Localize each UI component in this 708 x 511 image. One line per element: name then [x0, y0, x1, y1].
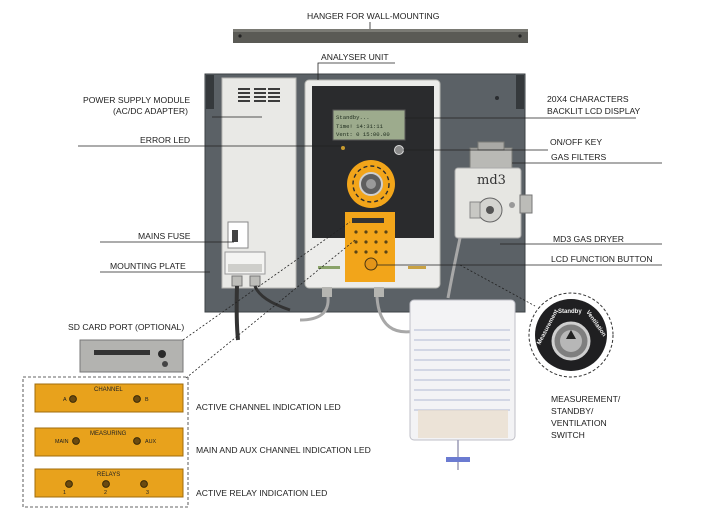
lcd-display	[332, 109, 406, 141]
callout-switch-line4: SWITCH	[551, 430, 585, 440]
hanger-bar	[233, 29, 528, 43]
channel-panel-title: CHANNEL	[94, 387, 123, 393]
knob-pointer-icon	[566, 330, 576, 339]
md3-gas-dryer: md3	[454, 141, 533, 239]
relay-led-2-label: 2	[104, 490, 107, 496]
onoff-key[interactable]	[394, 145, 404, 155]
callout-error-led: ERROR LED	[140, 135, 190, 145]
callout-lcd-line1: 20X4 CHARACTERS	[547, 94, 629, 104]
cable-gland-right	[249, 275, 261, 287]
unit-gland-right	[374, 287, 384, 297]
relays-panel-title: RELAYS	[97, 472, 120, 478]
relays-led-panel: RELAYS 1 2 3	[34, 468, 184, 498]
cable-gland-left	[231, 275, 243, 287]
condensate-bag	[409, 299, 516, 470]
analyser-unit: Standby... Time! 14:31:11 Vent: 0 15:00.…	[304, 79, 441, 297]
channel-led-b	[133, 395, 141, 403]
measuring-led-aux-label: AUX	[145, 439, 156, 445]
relay-led-3	[140, 480, 148, 488]
led-connector	[185, 239, 356, 379]
gas-filter-housing	[469, 147, 513, 171]
unit-gland-left	[322, 287, 332, 297]
power-supply-module	[221, 77, 297, 289]
relay-led-1-label: 1	[63, 490, 66, 496]
callout-gas-filters: GAS FILTERS	[551, 152, 607, 162]
relay-led-2	[102, 480, 110, 488]
measuring-led-main	[72, 437, 80, 445]
lcd-row-1: Standby...	[336, 114, 370, 121]
channel-led-b-label: B	[145, 397, 149, 403]
left-bracket	[206, 75, 214, 109]
callout-switch-line3: VENTILATION	[551, 418, 607, 428]
callout-hanger: HANGER FOR WALL-MOUNTING	[307, 11, 440, 21]
psu-vent-grille	[238, 88, 280, 102]
callout-sd-card-port: SD CARD PORT (OPTIONAL)	[68, 322, 184, 332]
sample-tube-2	[299, 296, 330, 322]
knob-zoom: Standby Measurement Ventilation	[528, 292, 614, 378]
sd-slot-on-unit	[352, 218, 384, 223]
callout-lcd-line2: BACKLIT LCD DISPLAY	[547, 106, 641, 116]
callout-onoff-key: ON/OFF KEY	[550, 137, 602, 147]
callout-analyser-unit: ANALYSER UNIT	[321, 52, 389, 62]
relay-led-3-label: 3	[146, 490, 149, 496]
callout-psu-line1: POWER SUPPLY MODULE	[83, 95, 190, 105]
measuring-led-aux	[133, 437, 141, 445]
callout-gas-dryer: MD3 GAS DRYER	[553, 234, 624, 244]
callout-mounting-plate: MOUNTING PLATE	[110, 261, 186, 271]
callout-main-aux: MAIN AND AUX CHANNEL INDICATION LED	[196, 445, 371, 455]
measuring-panel-title: MEASURING	[90, 431, 127, 437]
dryer-brand: md3	[477, 173, 506, 188]
plate-screw	[495, 96, 499, 100]
lcd-row-3: Vent: 0 15:00.00	[336, 131, 390, 138]
unit-led-grid	[354, 230, 388, 254]
leader-lines	[78, 22, 662, 273]
callout-lcd-button: LCD FUNCTION BUTTON	[551, 254, 653, 264]
relay-led-1	[65, 480, 73, 488]
lcd-function-button[interactable]	[364, 257, 378, 271]
knob-label-standby: Standby	[558, 309, 582, 315]
callout-switch-line1: MEASUREMENT/	[551, 394, 621, 404]
sd-card-port-detail	[79, 339, 184, 373]
right-bracket	[516, 75, 524, 109]
lcd-row-2: Time! 14:31:11	[336, 123, 384, 130]
leader-analyser-unit	[317, 62, 395, 80]
channel-led-a	[69, 395, 77, 403]
led-panels-frame	[22, 376, 189, 508]
measuring-led-panel: MEASURING MAIN AUX	[34, 427, 184, 457]
callout-active-channel: ACTIVE CHANNEL INDICATION LED	[196, 402, 341, 412]
callout-mains-fuse: MAINS FUSE	[138, 231, 191, 241]
measuring-led-main-label: MAIN	[55, 439, 69, 445]
callout-active-relay: ACTIVE RELAY INDICATION LED	[196, 488, 327, 498]
channel-led-panel: CHANNEL A B	[34, 383, 184, 413]
callout-psu-line2: (AC/DC ADAPTER)	[113, 106, 188, 116]
cable-left	[234, 285, 240, 341]
error-led	[341, 146, 345, 150]
callout-switch-line2: STANDBY/	[551, 406, 594, 416]
channel-led-a-label: A	[63, 397, 67, 403]
